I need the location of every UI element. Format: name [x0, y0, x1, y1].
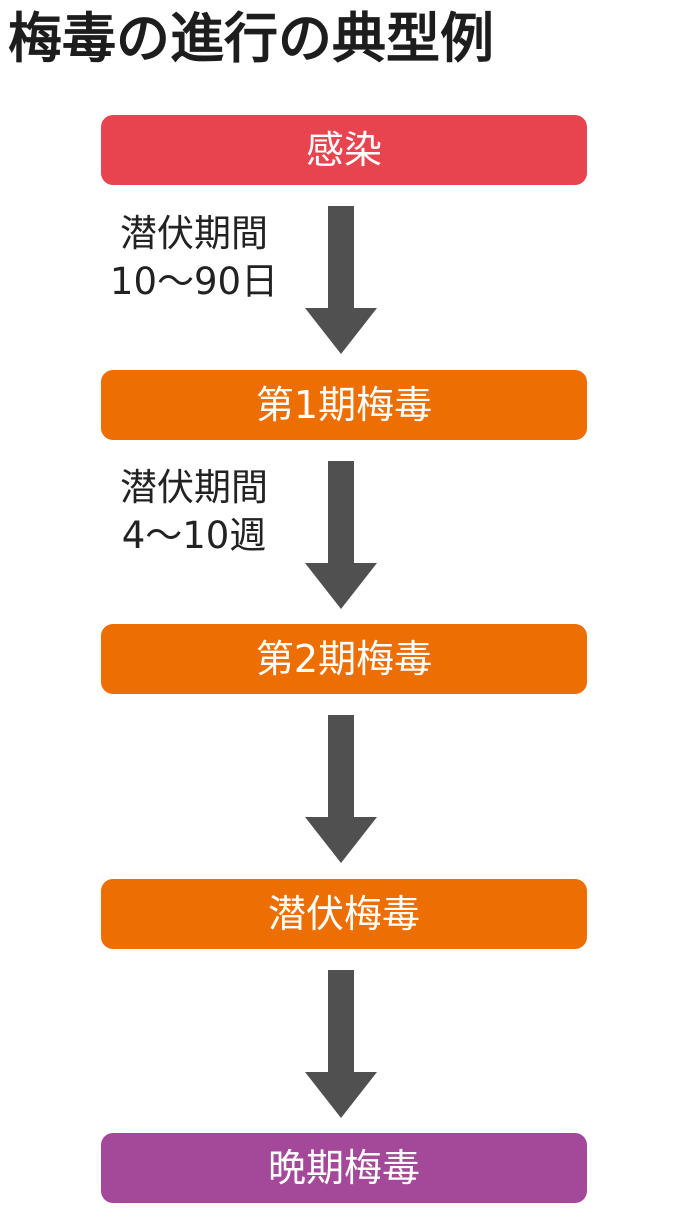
stage-label: 潜伏梅毒: [267, 892, 420, 936]
arrow-down-icon: [305, 715, 377, 863]
interval-annotation: 潜伏期間 10〜90日: [88, 210, 300, 306]
interval-value: 4〜10週: [121, 514, 267, 557]
stage-label: 第2期梅毒: [255, 637, 433, 681]
stage-infection: 感染: [101, 115, 587, 185]
interval-value: 10〜90日: [109, 260, 279, 303]
interval-annotation: 潜伏期間 4〜10週: [88, 464, 300, 560]
stage-label: 晩期梅毒: [267, 1146, 420, 1190]
arrow-shape: [305, 715, 377, 863]
stage-primary-syphilis: 第1期梅毒: [101, 370, 587, 440]
page-title: 梅毒の進行の典型例: [8, 7, 494, 70]
interval-label: 潜伏期間: [120, 466, 268, 509]
stage-late-syphilis: 晩期梅毒: [101, 1133, 587, 1203]
stage-label: 第1期梅毒: [255, 383, 433, 427]
stage-label: 感染: [305, 128, 382, 172]
stage-latent-syphilis: 潜伏梅毒: [101, 879, 587, 949]
arrow-shape: [305, 970, 377, 1118]
interval-label: 潜伏期間: [120, 212, 268, 255]
arrow-down-icon: [305, 461, 377, 609]
arrow-shape: [305, 461, 377, 609]
arrow-down-icon: [305, 206, 377, 354]
arrow-down-icon: [305, 970, 377, 1118]
arrow-shape: [305, 206, 377, 354]
stage-secondary-syphilis: 第2期梅毒: [101, 624, 587, 694]
